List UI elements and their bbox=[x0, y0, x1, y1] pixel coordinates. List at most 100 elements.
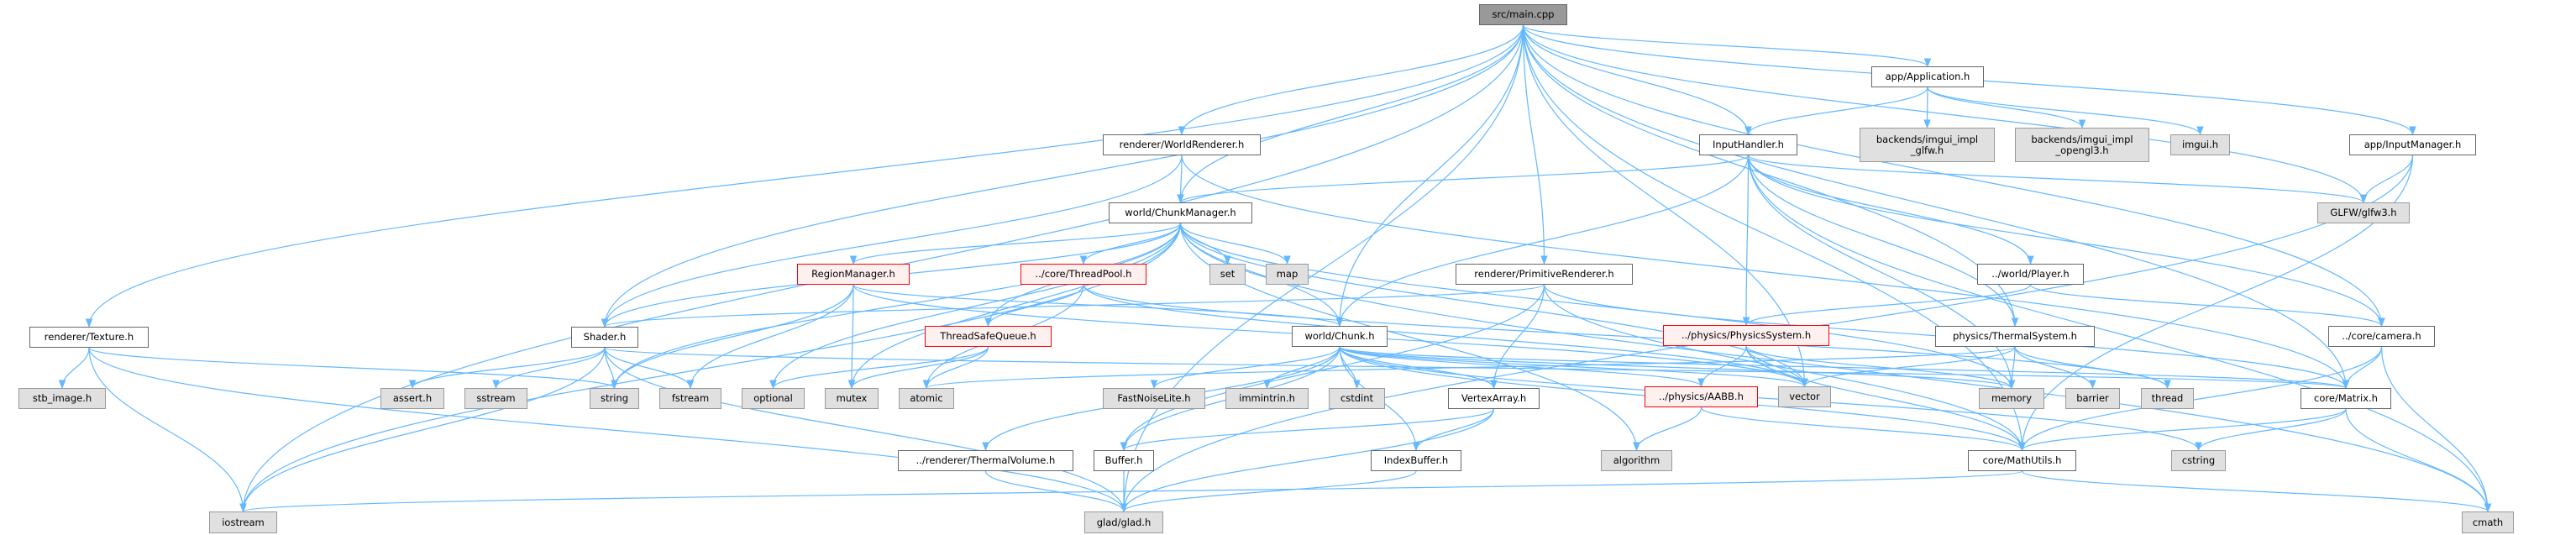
node-imgui-gl3[interactable]: backends/imgui_impl _opengl3.h bbox=[2015, 128, 2149, 162]
edge-shader-to-iostream bbox=[239, 347, 606, 513]
node-shader[interactable]: Shader.h bbox=[571, 327, 638, 348]
edge-regionmanager-to-string bbox=[611, 284, 854, 390]
edge-camera-to-mathutils bbox=[2018, 346, 2383, 452]
edge-inputhandler-to-camera bbox=[1747, 155, 2385, 328]
node-glfw[interactable]: GLFW/glfw3.h bbox=[2317, 202, 2410, 223]
edge-thermalsystem-to-barrier bbox=[2014, 346, 2096, 390]
node-optional[interactable]: optional bbox=[742, 388, 805, 409]
edge-thermalsystem-to-thread bbox=[2014, 346, 2171, 390]
node-primitiverenderer[interactable]: renderer/PrimitiveRenderer.h bbox=[1456, 264, 1633, 285]
edge-physicssystem-to-mathutils bbox=[1745, 345, 2026, 452]
edge-chunkmanager-to-memory bbox=[1179, 223, 2016, 390]
node-fastnoise[interactable]: FastNoiseLite.h bbox=[1103, 388, 1205, 409]
node-cstdint[interactable]: cstdint bbox=[1329, 388, 1385, 409]
edge-threadpool-to-threadsafequeue bbox=[984, 284, 1084, 328]
node-set[interactable]: set bbox=[1209, 264, 1246, 285]
edge-vertexarray-to-buffer bbox=[1120, 408, 1495, 452]
node-thermalsystem[interactable]: physics/ThermalSystem.h bbox=[1935, 326, 2095, 347]
edge-mathutils-to-iostream bbox=[240, 470, 2023, 513]
edge-vertexarray-to-glad bbox=[1120, 408, 1495, 513]
node-iostream[interactable]: iostream bbox=[209, 511, 277, 533]
node-threadsafequeue[interactable]: ThreadSafeQueue.h bbox=[925, 326, 1052, 347]
edge-regionmanager-to-fstream bbox=[686, 284, 854, 390]
node-sstream[interactable]: sstream bbox=[464, 388, 527, 409]
edge-indexbuffer-to-glad bbox=[1120, 470, 1417, 513]
edge-inputhandler-to-glfw bbox=[1747, 155, 2368, 204]
node-immintrin[interactable]: immintrin.h bbox=[1225, 388, 1309, 409]
node-inputmanager[interactable]: app/InputManager.h bbox=[2349, 134, 2476, 155]
edge-chunk-to-fastnoise bbox=[1150, 346, 1340, 390]
edge-chunkmanager-to-map bbox=[1179, 223, 1291, 265]
node-map[interactable]: map bbox=[1266, 264, 1309, 285]
edge-inputhandler-to-player bbox=[1747, 155, 2034, 265]
node-algorithm[interactable]: algorithm bbox=[1601, 450, 1672, 471]
edge-chunkmanager-to-algorithm bbox=[1179, 223, 1640, 452]
edge-inputhandler-to-thermalsystem bbox=[1747, 155, 2019, 328]
edge-vertexarray-to-indexbuffer bbox=[1412, 408, 1495, 452]
node-cmath[interactable]: cmath bbox=[2462, 511, 2514, 533]
edge-thermalsystem-to-atomic bbox=[923, 346, 2016, 390]
node-fstream[interactable]: fstream bbox=[659, 388, 721, 409]
node-threadpool[interactable]: ../core/ThreadPool.h bbox=[1020, 264, 1146, 285]
node-buffer[interactable]: Buffer.h bbox=[1094, 450, 1154, 471]
edge-primitiverenderer-to-buffer bbox=[1120, 284, 1545, 452]
edge-shader-to-assert bbox=[408, 347, 606, 390]
edge-application-to-imgui_gl3 bbox=[1927, 87, 2086, 129]
edge-texture-to-glad bbox=[88, 347, 1128, 513]
edge-texture-to-iostream bbox=[88, 347, 247, 513]
edge-main-to-inputhandler bbox=[1522, 24, 1752, 136]
node-memory[interactable]: memory bbox=[1979, 388, 2044, 409]
node-vertexarray[interactable]: VertexArray.h bbox=[1448, 388, 1540, 409]
node-thread[interactable]: thread bbox=[2141, 388, 2194, 409]
node-camera[interactable]: ../core/camera.h bbox=[2328, 326, 2435, 347]
edge-player-to-physicssystem bbox=[1742, 284, 2032, 327]
edge-chunk-to-vertexarray bbox=[1339, 346, 1498, 390]
edge-camera-to-cmath bbox=[2380, 346, 2492, 513]
node-string[interactable]: string bbox=[590, 388, 639, 409]
node-stb[interactable]: stb_image.h bbox=[18, 388, 106, 409]
node-inputhandler[interactable]: InputHandler.h bbox=[1699, 134, 1797, 155]
edge-texture-to-stb bbox=[58, 347, 90, 390]
node-texture[interactable]: renderer/Texture.h bbox=[29, 327, 149, 348]
node-aabb[interactable]: ../physics/AABB.h bbox=[1645, 386, 1758, 407]
node-physicssystem[interactable]: ../physics/PhysicsSystem.h bbox=[1663, 325, 1829, 346]
node-indexbuffer[interactable]: IndexBuffer.h bbox=[1371, 450, 1461, 471]
node-imgui[interactable]: imgui.h bbox=[2170, 134, 2230, 155]
edge-threadpool-to-vector bbox=[1083, 284, 1808, 388]
node-mathutils[interactable]: core/MathUtils.h bbox=[1968, 450, 2076, 471]
node-thermalvolume[interactable]: ../renderer/ThermalVolume.h bbox=[898, 450, 1073, 471]
edge-chunkmanager-to-string bbox=[611, 223, 1182, 390]
node-imgui-glfw[interactable]: backends/imgui_impl _glfw.h bbox=[1860, 128, 1995, 162]
node-main[interactable]: src/main.cpp bbox=[1479, 4, 1567, 25]
edge-thermalvolume-to-glad bbox=[984, 470, 1128, 513]
node-cstring[interactable]: cstring bbox=[2171, 450, 2226, 471]
node-regionmanager[interactable]: RegionManager.h bbox=[797, 264, 910, 285]
edge-primitiverenderer-to-vertexarray bbox=[1490, 284, 1545, 390]
edge-inputmanager-to-glfw bbox=[2359, 155, 2414, 204]
edge-camera-to-matrix bbox=[2342, 346, 2383, 390]
edge-worldrenderer-to-matrix bbox=[1181, 155, 2350, 390]
edge-aabb-to-mathutils bbox=[1700, 406, 2026, 452]
node-glad[interactable]: glad/glad.h bbox=[1084, 511, 1163, 533]
node-mutex[interactable]: mutex bbox=[825, 388, 879, 409]
node-barrier[interactable]: barrier bbox=[2065, 388, 2120, 409]
edge-thermalsystem-to-memory bbox=[2007, 346, 2016, 390]
node-vector[interactable]: vector bbox=[1778, 386, 1831, 407]
node-chunk[interactable]: world/Chunk.h bbox=[1292, 326, 1388, 347]
edge-matrix-to-mathutils bbox=[2018, 408, 2347, 452]
edge-player-to-camera bbox=[2029, 284, 2385, 328]
node-application[interactable]: app/Application.h bbox=[1871, 66, 1984, 87]
node-atomic[interactable]: atomic bbox=[899, 388, 954, 409]
node-player[interactable]: ../world/Player.h bbox=[1977, 264, 2084, 285]
node-worldrenderer[interactable]: renderer/WorldRenderer.h bbox=[1103, 134, 1261, 155]
edge-chunkmanager-to-mutex bbox=[847, 223, 1182, 390]
node-chunkmanager[interactable]: world/ChunkManager.h bbox=[1109, 202, 1252, 223]
node-assert[interactable]: assert.h bbox=[380, 388, 444, 409]
edge-inputhandler-to-memory bbox=[1747, 155, 2016, 390]
edge-mathutils-to-cmath bbox=[2021, 470, 2492, 513]
edge-main-to-shader bbox=[601, 24, 1524, 328]
node-matrix[interactable]: core/Matrix.h bbox=[2301, 388, 2391, 409]
edge-chunk-to-memory bbox=[1339, 346, 2015, 390]
edge-primitiverenderer-to-mathutils bbox=[1543, 284, 2026, 452]
